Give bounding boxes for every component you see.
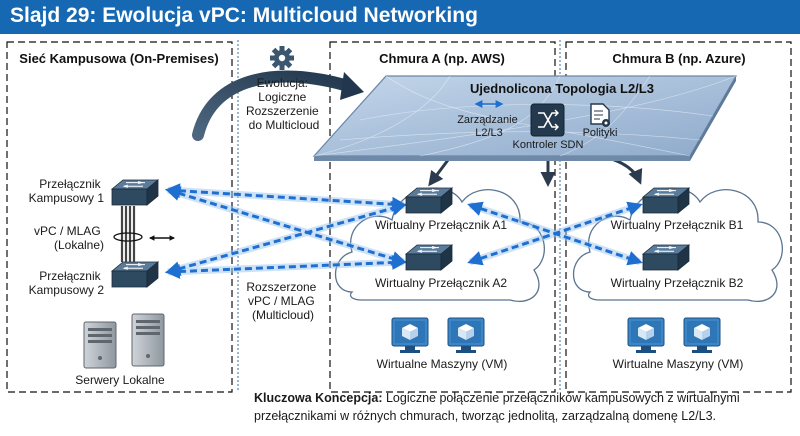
cloud-b-vms-label: Wirtualne Maszyny (VM) [613,357,744,371]
topology-plane [312,75,738,161]
topology-title: Ujednolicona Topologia L2/L3 [470,81,654,96]
campus-switch-1-label: Przełącznik Kampusowy 1 [29,177,105,205]
virtual-switch-b1-label: Wirtualny Przełącznik B1 [611,218,744,232]
campus-heading: Sieć Kampusowa (On-Premises) [19,51,218,66]
evolution-arrow [192,70,354,141]
slide-title: Slajd 29: Ewolucja vPC: Multicloud Netwo… [10,4,478,27]
server-icon [131,313,165,367]
link-campus2-a2 [165,255,407,279]
virtual-switch-a1 [405,187,453,214]
policies-label: Polityki [583,127,618,139]
extended-vpc-label: Rozszerzone vPC / MLAG (Multicloud) [246,280,319,322]
virtual-switch-a2 [405,244,453,271]
vm-icon [627,317,665,354]
cloud-a-vms-label: Wirtualne Maszyny (VM) [377,357,508,371]
virtual-switch-a2-label: Wirtualny Przełącznik A2 [375,276,507,290]
vm-icon [447,317,485,354]
evolution-label: Ewolucja: Logiczne Rozszerzenie do Multi… [246,76,322,132]
evolution-arrow-head [340,72,364,100]
virtual-switch-b2 [642,244,690,271]
vm-icon [683,317,721,354]
key-concept-line-2: przełącznikami w różnych chmurach, tworz… [254,409,716,423]
gear-icon [270,46,294,70]
cloud-a-heading: Chmura A (np. AWS) [379,51,505,66]
campus-switch-1 [111,179,159,206]
title-bar: Slajd 29: Ewolucja vPC: Multicloud Netwo… [0,0,800,34]
campus-boundary [6,41,233,393]
local-servers-label: Serwery Lokalne [75,373,165,387]
key-concept-heading: Kluczowa Koncepcja: [254,391,383,405]
extended-vpc-links [165,183,643,279]
sdn-controller-label: Kontroler SDN [513,139,584,151]
key-concept-text-1: Logiczne połączenie przełączników kampus… [383,391,740,405]
link-a2-b1 [467,201,643,266]
cloud-b-heading: Chmura B (np. Azure) [612,51,745,66]
l2l3-management-label: Zarządzanie L2/L3 [457,114,521,139]
virtual-switch-b2-label: Wirtualny Przełącznik B2 [611,276,744,290]
campus-switch-2-label: Przełącznik Kampusowy 2 [29,269,105,297]
vm-icon [391,317,429,354]
key-concept-line-1: Kluczowa Koncepcja: Logiczne połączenie … [254,391,740,405]
virtual-switch-a1-label: Wirtualny Przełącznik A1 [375,218,507,232]
server-icon [83,321,117,369]
local-vpc-bond [113,206,143,262]
virtual-switch-b1 [642,187,690,214]
link-campus2-a1 [165,201,407,276]
policy-document-icon [590,103,610,127]
sdn-controller-icon [530,103,565,137]
campus-switch-2 [111,261,159,288]
local-vpc-label: vPC / MLAG (Lokalne) [34,224,104,252]
